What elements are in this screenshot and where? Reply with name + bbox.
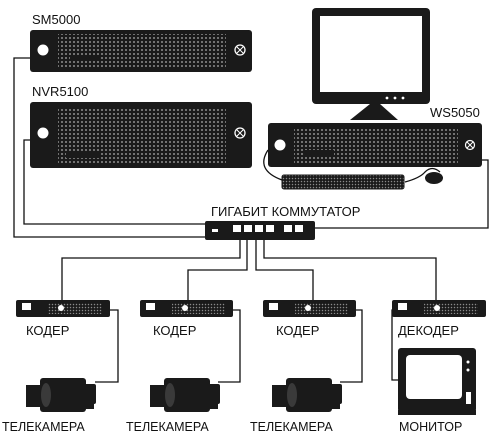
- camera-1: [26, 378, 96, 412]
- switch-label: ГИГАБИТ КОММУТАТОР: [211, 204, 360, 219]
- encoder-2: [140, 300, 233, 317]
- camera-1-label: ТЕЛЕКАМЕРА: [2, 420, 85, 434]
- monitor-label: МОНИТОР: [399, 420, 462, 434]
- ws5050-label: WS5050: [430, 105, 480, 120]
- crt-monitor: [398, 348, 476, 415]
- encoder-3: [263, 300, 356, 317]
- encoder-1-label: КОДЕР: [26, 323, 69, 338]
- workstation-ws5050: [268, 8, 482, 190]
- server-nvr5100: [30, 102, 252, 168]
- camera-2-label: ТЕЛЕКАМЕРА: [126, 420, 209, 434]
- camera-3-label: ТЕЛЕКАМЕРА: [250, 420, 333, 434]
- encoder-3-label: КОДЕР: [276, 323, 319, 338]
- encoder-2-label: КОДЕР: [153, 323, 196, 338]
- sm5000-label: SM5000: [32, 12, 80, 27]
- decoder-label: ДЕКОДЕР: [398, 323, 459, 338]
- decoder: [392, 300, 486, 317]
- camera-2: [150, 378, 220, 412]
- gigabit-switch: [205, 221, 315, 240]
- encoder-1: [16, 300, 110, 317]
- nvr5100-label: NVR5100: [32, 84, 88, 99]
- server-sm5000: [30, 30, 252, 72]
- camera-3: [272, 378, 342, 412]
